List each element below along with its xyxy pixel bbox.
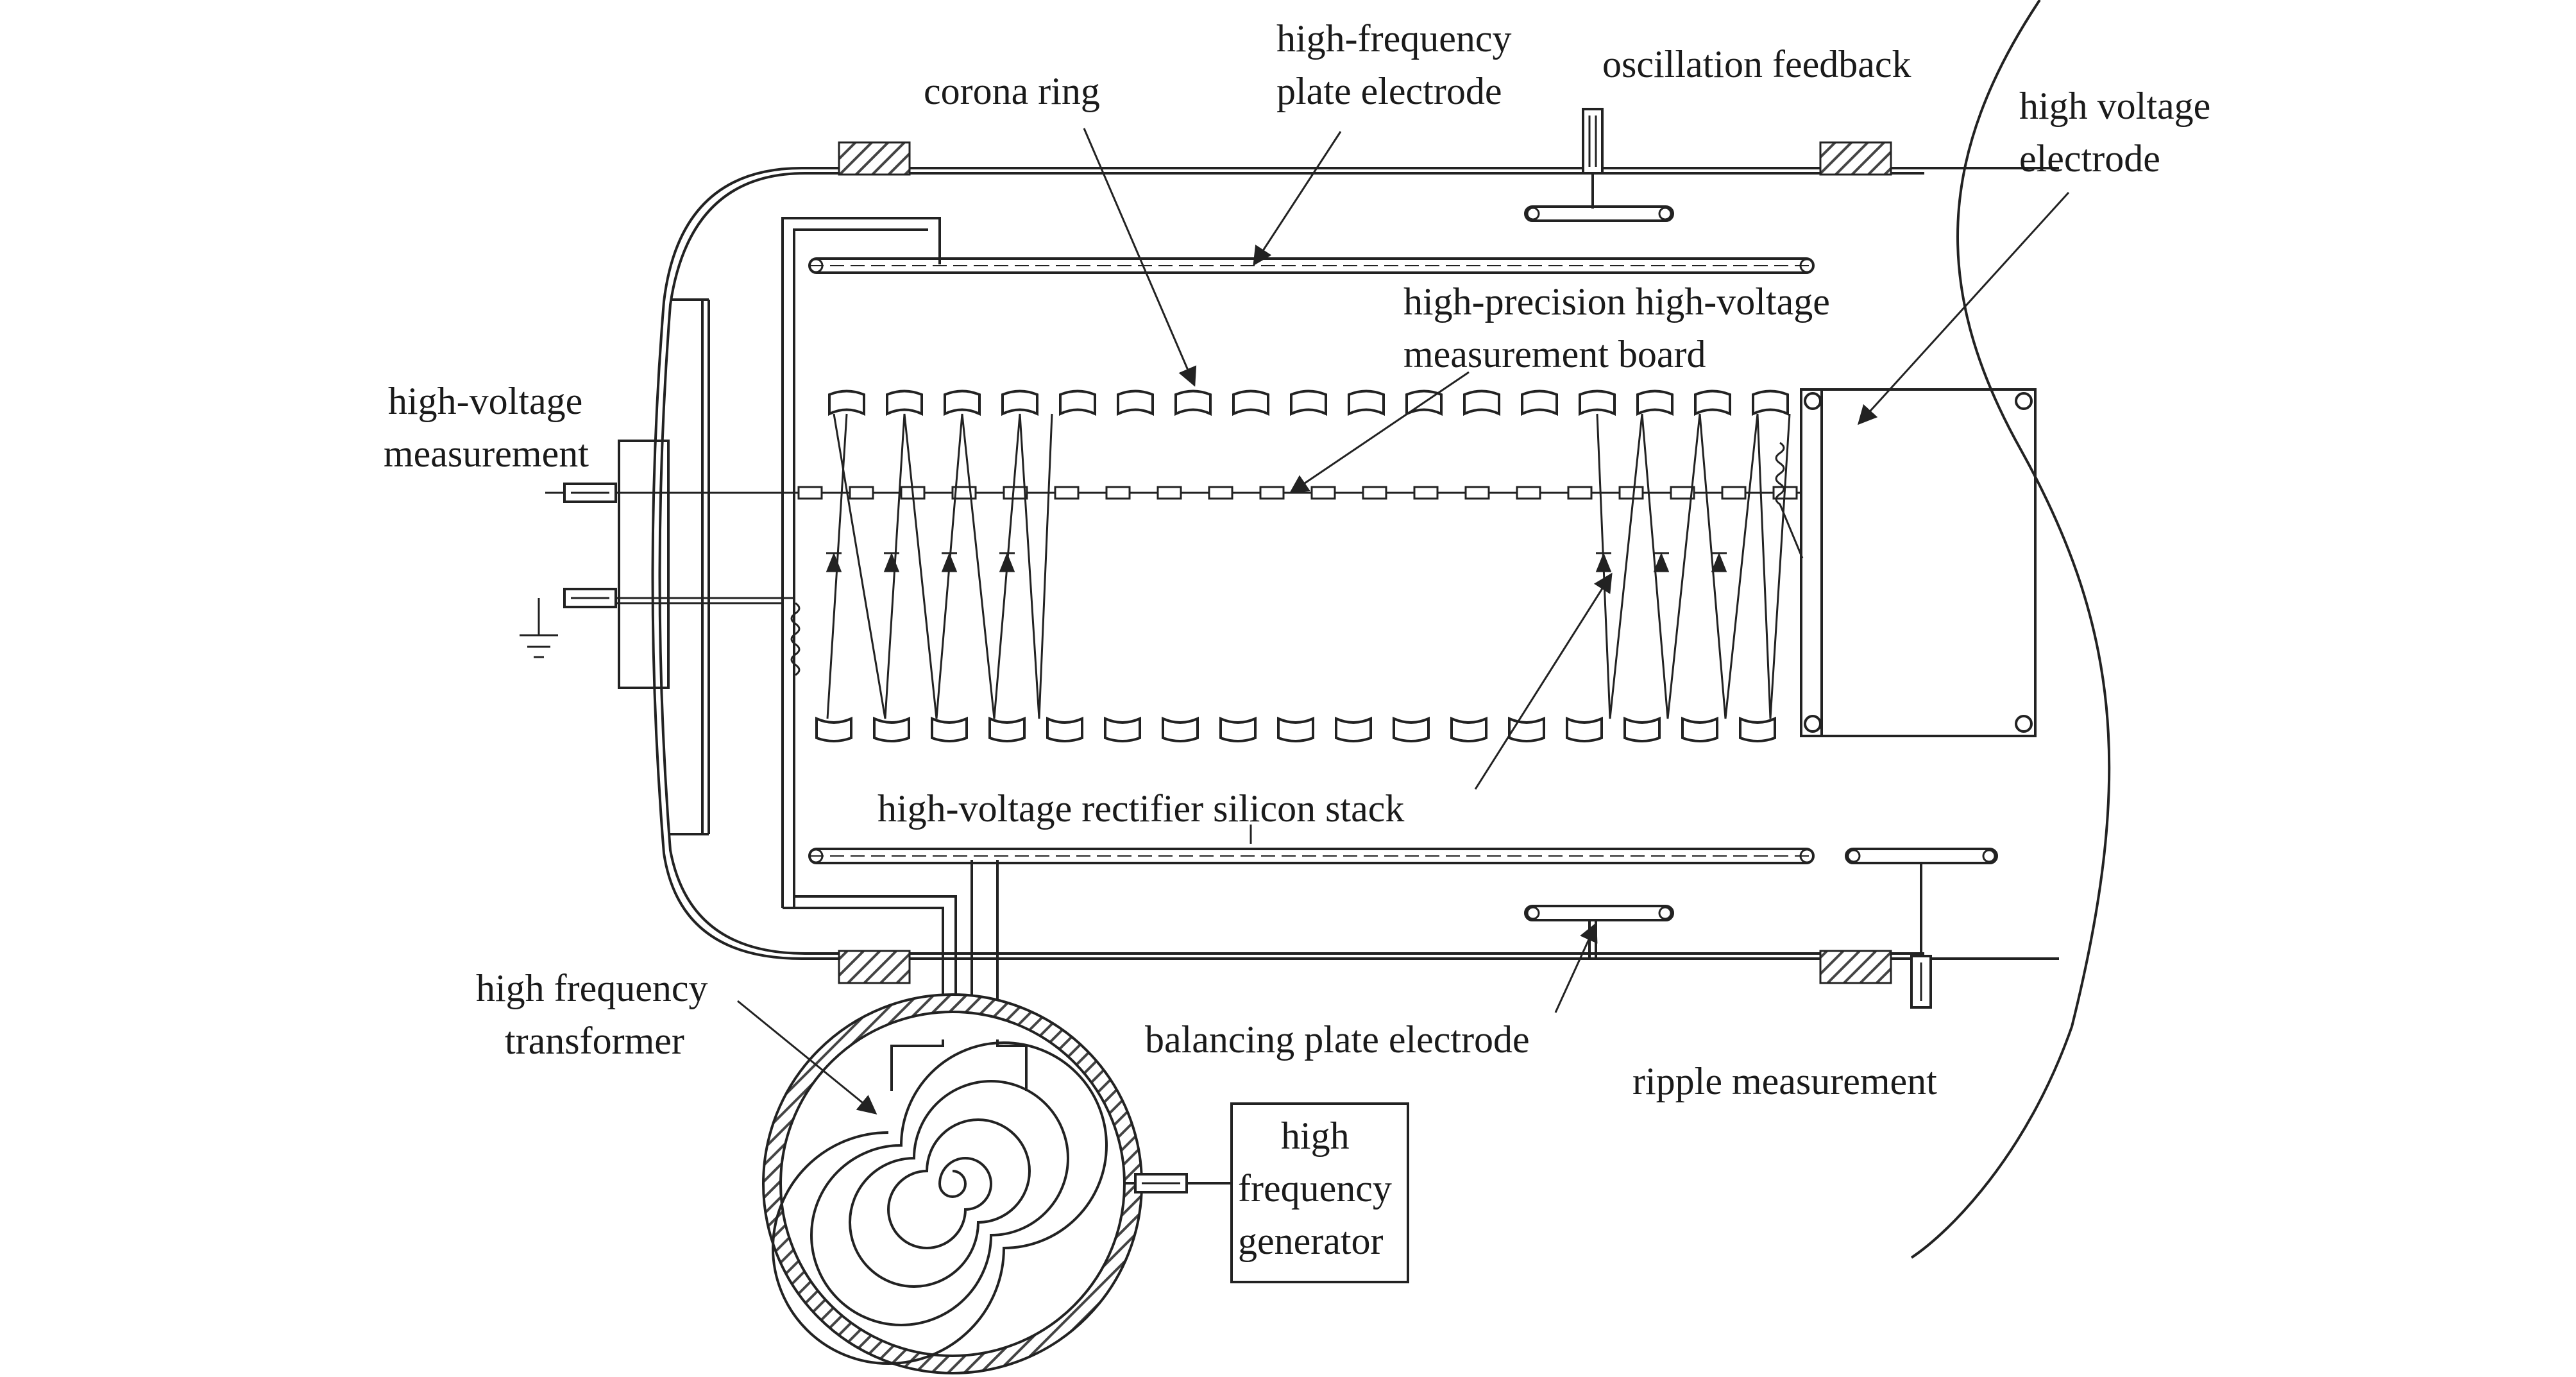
label-corona-ring: corona ring <box>924 70 1100 112</box>
rectifier-zigzag-left <box>826 413 1053 719</box>
label-hp-board-1: high-precision high-voltage <box>1403 280 1830 323</box>
label-ripple-measurement: ripple measurement <box>1632 1060 1937 1102</box>
leader-lines <box>737 128 2070 1115</box>
end-cover-plate <box>618 298 710 835</box>
corona-rings-bottom <box>815 716 1776 742</box>
label-hf-transformer-1: high frequency <box>476 967 708 1009</box>
measurement-board-resistor-chain <box>545 486 1802 500</box>
label-hf-transformer-2: transformer <box>505 1020 684 1062</box>
label-hv-measurement-2: measurement <box>384 432 589 475</box>
balancing-plate-electrode <box>1524 905 1674 959</box>
hv-meas-connectors <box>538 483 795 635</box>
label-hv-electrode-1: high voltage <box>2019 85 2210 127</box>
tank-vessel <box>651 0 2111 1259</box>
label-hf-plate-electrode-2: plate electrode <box>1276 70 1502 112</box>
ripple-measurement-probe <box>1845 848 1998 1009</box>
label-hv-electrode-2: electrode <box>2019 137 2160 180</box>
hf-plate-electrode-bottom <box>808 848 1815 864</box>
label-hf-generator-3: generator <box>1238 1220 1384 1262</box>
label-hp-board-2: measurement board <box>1403 333 1706 375</box>
label-rectifier-stack: high-voltage rectifier silicon stack <box>877 787 1404 830</box>
oscillation-feedback-probe <box>1524 108 1674 222</box>
coil-springs <box>790 441 1804 676</box>
hf-transformer <box>762 993 1188 1374</box>
label-hf-generator-1: high <box>1281 1115 1350 1157</box>
diode-icon <box>826 552 1727 572</box>
label-hv-measurement-1: high-voltage <box>388 380 582 422</box>
flanges <box>838 141 1892 984</box>
label-hf-plate-electrode-1: high-frequency <box>1276 17 1512 60</box>
hf-plate-electrode-top <box>808 257 1815 274</box>
hf-generator-box <box>1187 1102 1409 1283</box>
corona-rings-top <box>828 389 1789 416</box>
labels: corona ring high-frequency plate electro… <box>384 17 2210 1262</box>
ground-symbol-icon <box>520 634 558 658</box>
label-oscillation-feedback: oscillation feedback <box>1602 43 1911 85</box>
label-hf-generator-2: frequency <box>1238 1167 1392 1210</box>
rectifier-zigzag-right <box>1596 413 1791 719</box>
label-balancing-plate: balancing plate electrode <box>1145 1018 1530 1061</box>
hv-electrode-box <box>1800 388 2037 737</box>
